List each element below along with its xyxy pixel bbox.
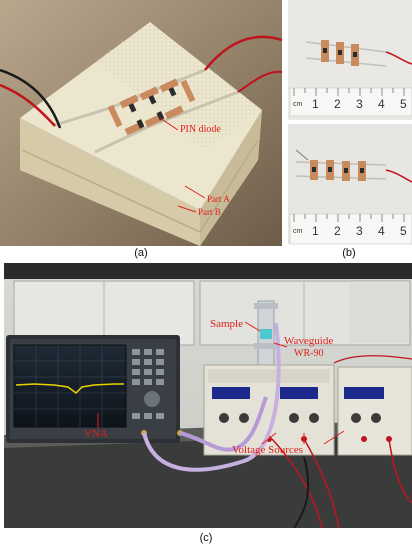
vna-trace (15, 383, 124, 394)
caption-b: (b) (342, 247, 356, 259)
sample-bottom-photo (295, 149, 412, 183)
panel-c-photo (4, 263, 412, 528)
pin-diode-sample-photo (0, 0, 282, 246)
sample-top-photo (305, 40, 412, 67)
label-voltage-sources: Voltage Sources (232, 444, 303, 456)
coax-cable-1 (179, 396, 268, 452)
label-waveguide: Waveguide (284, 335, 334, 347)
ruler-tick-3: 3 (356, 97, 363, 111)
caption-a: (a) (134, 247, 148, 259)
ruler-top-labels: cm 1 2 3 4 5 (286, 97, 412, 113)
ruler-tick-4: 4 (378, 97, 385, 111)
label-sample: Sample (210, 318, 243, 330)
ruler-tick-5: 5 (400, 97, 407, 111)
caption-c: (c) (199, 532, 213, 544)
coax-cable-2 (142, 322, 281, 472)
label-part-b: Part B (198, 207, 221, 217)
ruler-unit: cm (293, 101, 303, 108)
ruler-unit: cm (293, 228, 303, 235)
ruler-tick-2: 2 (334, 224, 341, 238)
ruler-tick-3: 3 (356, 224, 363, 238)
ruler-tick-1: 1 (312, 224, 319, 238)
ruler-tick-2: 2 (334, 97, 341, 111)
label-vna: VNA (84, 428, 108, 440)
measurement-setup-photo (4, 263, 412, 528)
ruler-tick-1: 1 (312, 97, 319, 111)
panel-b-photos (286, 0, 412, 246)
ruler-bottom-labels: cm 1 2 3 4 5 (286, 224, 412, 240)
panel-a-photo (0, 0, 282, 246)
label-part-a: Part A (207, 194, 230, 204)
label-waveguide-model: WR-90 (294, 348, 324, 359)
ruler-tick-4: 4 (378, 224, 385, 238)
ruler-tick-5: 5 (400, 224, 407, 238)
label-pin-diode: PIN diode (180, 124, 221, 135)
